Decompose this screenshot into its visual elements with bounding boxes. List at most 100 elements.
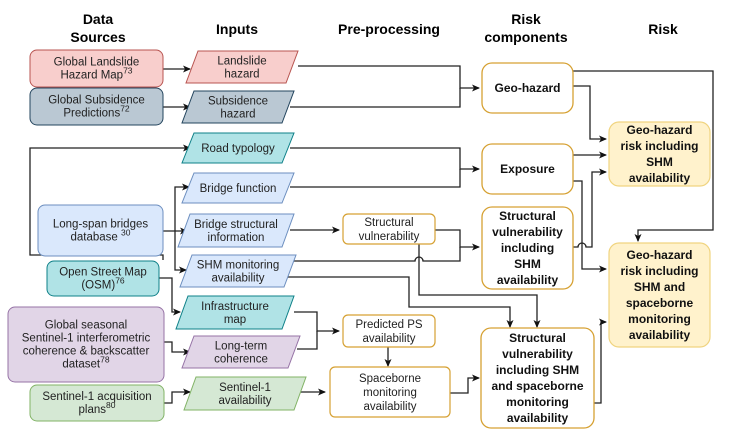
- node-label-line: vulnerability: [359, 231, 420, 243]
- node-label-line: Bridge structural: [194, 219, 278, 231]
- reference-superscript: 78: [100, 355, 110, 365]
- edge-dataset-to-coherence: [164, 341, 191, 356]
- input-parallelogram: [181, 172, 295, 204]
- node-label-line: Sentinel-1 acquisition: [42, 391, 151, 403]
- node-label-line: risk including: [620, 139, 698, 153]
- node-label-line: (OSM)76: [81, 276, 125, 292]
- node-label-line: spaceborne: [626, 296, 694, 310]
- node-label-line: Open Street Map: [59, 267, 147, 279]
- preprocess-structural-vulnerability: Structural vulnerability: [342, 213, 436, 245]
- node-label-line: Geo-hazard: [626, 123, 692, 137]
- preprocess-box: [329, 366, 451, 418]
- edge-struct-shm-to-risk-shm: [573, 168, 607, 248]
- node-label-line: SHM and: [634, 280, 685, 294]
- edge-vuln-to-struct-shm: [434, 229, 480, 251]
- source-osm: Open Street Map(OSM)76: [46, 260, 160, 297]
- node-label-line: hazard: [220, 109, 255, 121]
- node-label-line: Subsidence: [208, 96, 268, 108]
- input-bridge-function: Bridge function: [181, 172, 295, 204]
- node-label-line: Structural: [509, 331, 566, 345]
- input-parallelogram: [179, 254, 297, 288]
- source-box: [46, 260, 160, 297]
- source-box: [7, 306, 165, 383]
- input-parallelogram: [183, 376, 307, 411]
- preprocess-predicted-ps: Predicted PS availability: [342, 314, 436, 348]
- node-label-line: monitoring: [506, 395, 569, 409]
- edge-struct-space-to-risk-space: [594, 318, 607, 404]
- input-parallelogram: [181, 90, 295, 124]
- edge-subsidence-to-geohazard: [290, 88, 461, 108]
- header-risk-components-2: components: [484, 29, 567, 45]
- edge-exposure-to-risk-space: [573, 180, 607, 273]
- edge-shm-to-struct-space: [284, 276, 514, 328]
- risk-component-exposure: Exposure: [481, 143, 574, 195]
- edge-bridges-to-function: [174, 183, 190, 231]
- node-label-line: availability: [218, 395, 271, 407]
- node-label-line: risk including: [620, 264, 698, 278]
- edge-geohazard-to-risk-space: [573, 70, 714, 242]
- source-box: [37, 204, 164, 257]
- node-label-line: Hazard Map73: [60, 66, 132, 82]
- reference-superscript: 73: [123, 66, 133, 76]
- node-label-line: hazard: [224, 69, 259, 81]
- node-label-line: Global Landslide: [54, 57, 140, 69]
- edge-infra-to-ps: [294, 311, 340, 335]
- header-data-sources-1: Data: [83, 11, 114, 27]
- node-label-line: map: [224, 314, 246, 326]
- node-label-line: Infrastructure: [201, 301, 269, 313]
- input-road-typology: Road typology: [181, 132, 295, 164]
- node-label-line: SHM: [646, 155, 673, 169]
- node-label-line: Spaceborne: [359, 373, 421, 385]
- input-parallelogram: [177, 213, 295, 248]
- node-label-line: monitoring: [628, 312, 691, 326]
- node-label-line: Road typology: [201, 143, 275, 155]
- preprocess-box: [342, 213, 436, 245]
- node-label-line: monitoring: [363, 387, 417, 399]
- node-label-line: Sentinel-1: [219, 382, 271, 394]
- node-label-line: availability: [629, 328, 691, 342]
- edge-spaceborne-to-struct-space: [449, 374, 480, 394]
- node-label-line: availability: [211, 273, 264, 285]
- risk-component-box: [481, 206, 574, 290]
- input-parallelogram: [181, 335, 301, 369]
- node-label-line: availability: [507, 411, 569, 425]
- edge-acq-to-sentinel: [164, 388, 191, 404]
- node-label-line: coherence: [214, 354, 268, 366]
- reference-superscript: 80: [106, 400, 116, 410]
- risk-component-box: [481, 143, 574, 195]
- edge-landslide-to-geohazard: [298, 65, 480, 92]
- edge-function-to-exposure: [290, 169, 461, 188]
- header-risk: Risk: [648, 21, 678, 37]
- edge-bridges-to-shm: [174, 231, 187, 274]
- node-label-line: Bridge function: [200, 183, 277, 195]
- node-label-line: Long-span bridges: [53, 219, 149, 231]
- risk-box: [608, 121, 711, 187]
- header-preprocessing: Pre-processing: [338, 21, 440, 37]
- edge-coherence-to-ps: [297, 331, 318, 350]
- edge-osm-to-road: [29, 144, 191, 260]
- node-label-line: and spaceborne: [491, 379, 583, 393]
- node-label-line: Predicted PS: [355, 319, 422, 331]
- source-box: [29, 49, 164, 88]
- node-label-line: Predictions72: [63, 104, 130, 120]
- edge-vuln-to-struct-space: [418, 243, 541, 328]
- node-label-line: Structural: [364, 217, 413, 229]
- connectors: [29, 65, 714, 404]
- node-label-line: availability: [362, 333, 415, 345]
- source-box: [29, 384, 165, 422]
- node-label-line: Geo-hazard: [494, 81, 560, 95]
- node-label-line: availability: [497, 273, 559, 287]
- risk-component-box: [481, 62, 574, 114]
- node-label-line: including: [501, 241, 554, 255]
